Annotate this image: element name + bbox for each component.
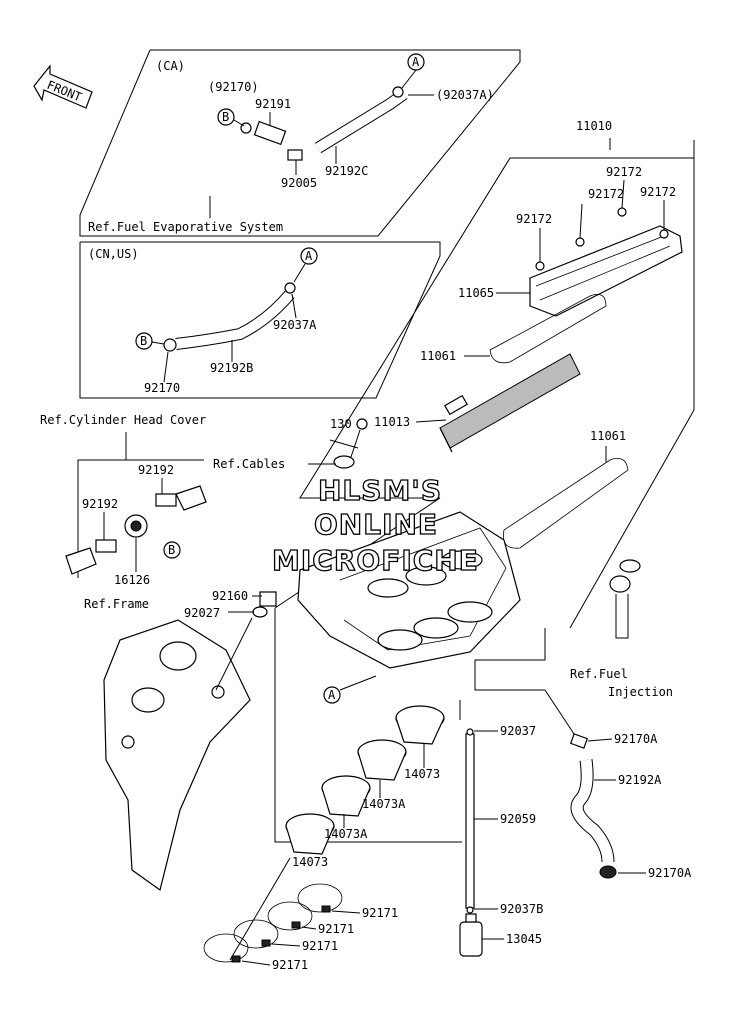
callout-b-ca (217, 108, 235, 126)
callout-b-cyl (163, 541, 181, 559)
part-92171-c: 92171 (302, 939, 338, 953)
part-92172-d: 92172 (516, 212, 552, 226)
part-92192-b: 92192 (82, 497, 118, 511)
ca-group: (CA) B A (92170) 92191 (92037A) 92005 92… (79, 49, 521, 237)
fuel-injection-group: Ref.Fuel Injection (570, 559, 673, 699)
part-92172-a: 92172 (606, 165, 642, 179)
part-14073A-a: 14073A (362, 797, 406, 811)
part-92192B: 92192B (210, 361, 253, 375)
callout-a-ca-text: A (412, 55, 420, 69)
part-92037A-top: (92037A) (436, 88, 494, 102)
part-14073A-b: 14073A (324, 827, 368, 841)
cyl-head-group: Ref.Cylinder Head Cover B 92192 92192 16… (40, 413, 207, 587)
callout-a-cnus-text: A (305, 249, 313, 263)
ref-fuel-1: Ref.Fuel (570, 667, 628, 681)
frame-group: Ref.Frame (84, 597, 253, 892)
ref-cylinder-head: Ref.Cylinder Head Cover (40, 413, 206, 427)
part-11013: 11013 (374, 415, 410, 429)
part-13045: 13045 (506, 932, 542, 946)
part-92037B: 92037B (500, 902, 543, 916)
cn-us-group: (CN,US) A B 92037A 92192B 92170 (79, 241, 441, 399)
part-130: 130 (330, 417, 352, 431)
watermark-line-3: MICROFICHE (272, 544, 479, 577)
gasket-11065: 11065 (458, 286, 607, 364)
part-14073-a: 14073 (404, 767, 440, 781)
part-92171-d: 92171 (272, 958, 308, 972)
part-92037A: 92037A (273, 318, 317, 332)
clamps: 92171 92171 92171 92171 (203, 857, 398, 972)
part-92192A: 92192A (618, 773, 662, 787)
gasket-11061-lower: 11061 (502, 429, 629, 549)
watermark-line-1: HLSM'S (318, 474, 442, 507)
part-11010: 11010 (576, 119, 612, 133)
callout-b-cnus (135, 332, 153, 350)
callout-a-cnus (300, 247, 318, 265)
ref-frame: Ref.Frame (84, 597, 149, 611)
part-92170-paren: (92170) (208, 80, 259, 94)
part-92172-b: 92172 (588, 187, 624, 201)
part-11061-a: 11061 (420, 349, 456, 363)
front-arrow: FRONT (33, 64, 93, 109)
part-16126: 16126 (114, 573, 150, 587)
air-element: 11061 11013 (374, 349, 581, 453)
part-92192C: 92192C (325, 164, 368, 178)
part-92027: 92027 (184, 606, 220, 620)
part-92170: 92170 (144, 381, 180, 395)
callout-a-box-text: A (328, 688, 336, 702)
drain-group: 92037 92059 92037B 13045 (459, 700, 543, 957)
main-frame (274, 138, 695, 843)
watermark: HLSM'S ONLINE MICROFICHE (271, 473, 479, 577)
part-92170A-a: 92170A (614, 732, 658, 746)
part-92172-c: 92172 (640, 185, 676, 199)
callout-b-cyl-text: B (168, 543, 175, 557)
part-92192-a: 92192 (138, 463, 174, 477)
breather-hose: 92170A 92192A 92170A (544, 689, 692, 880)
top-cover: 11010 92172 92172 92172 92172 (516, 119, 683, 317)
air-box (297, 511, 521, 669)
part-92191: 92191 (255, 97, 291, 111)
part-92171-a: 92171 (362, 906, 398, 920)
part-92005: 92005 (281, 176, 317, 190)
part-92059: 92059 (500, 812, 536, 826)
watermark-line-2: ONLINE (314, 508, 438, 541)
region-ca-label: (CA) (156, 59, 185, 73)
part-92171-b: 92171 (318, 922, 354, 936)
callout-b-cnus-text: B (140, 334, 147, 348)
part-11061-b: 11061 (590, 429, 626, 443)
grommets: 92160 92027 (184, 589, 277, 620)
callout-a-box (323, 686, 341, 704)
part-92160: 92160 (212, 589, 248, 603)
part-92037: 92037 (500, 724, 536, 738)
callout-b-ca-text: B (222, 110, 229, 124)
cables-group: 130 Ref.Cables (213, 417, 368, 471)
ref-fuel-2: Injection (608, 685, 673, 699)
ref-cables: Ref.Cables (213, 457, 285, 471)
funnels: 14073 14073A 14073A 14073 (285, 705, 445, 869)
part-14073-b: 14073 (292, 855, 328, 869)
part-11065: 11065 (458, 286, 494, 300)
part-92170A-b: 92170A (648, 866, 692, 880)
ref-fuel-evaporative: Ref.Fuel Evaporative System (88, 220, 283, 234)
region-cn-us-label: (CN,US) (88, 247, 139, 261)
